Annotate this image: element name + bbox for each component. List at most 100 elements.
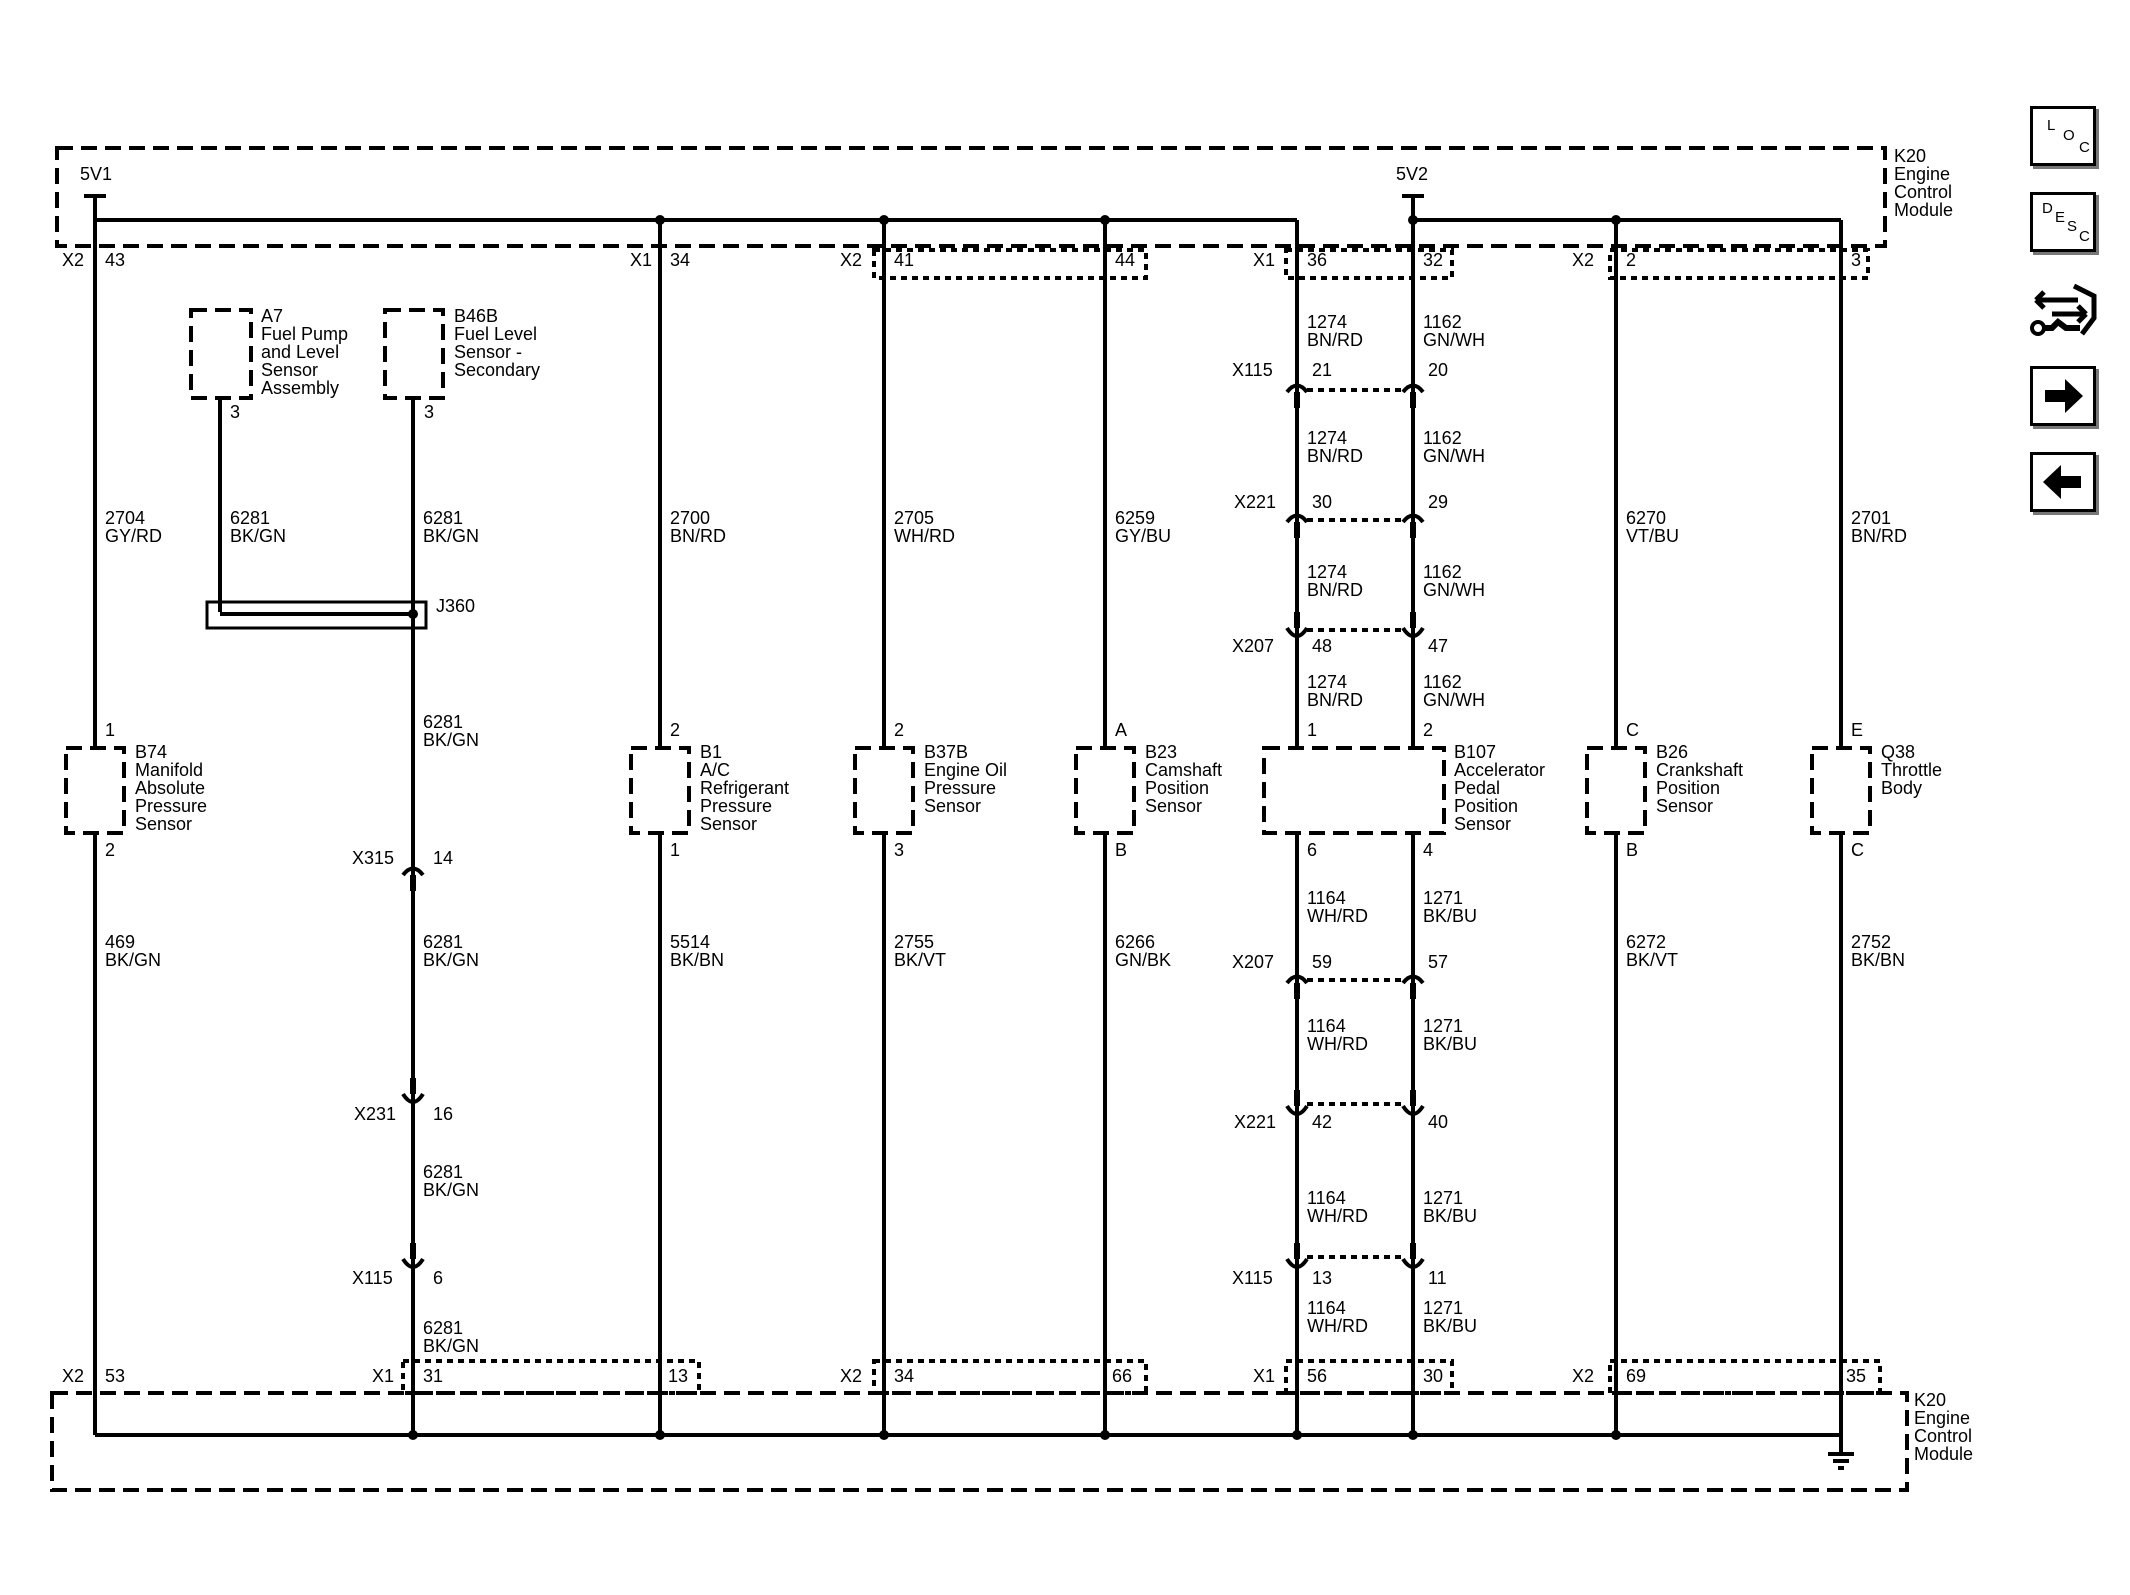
wire-label-num: 1271 [1423,1298,1463,1318]
x231-pin: 16 [433,1104,453,1124]
b107-name-4: Sensor [1454,814,1511,834]
wire-label-num: 5514 [670,932,710,952]
b46b-name-1: Fuel Level [454,324,537,344]
loc-letter-o: O [2063,127,2075,144]
x207-pin-57: 57 [1428,952,1448,972]
b26-name-1: Crankshaft [1656,760,1743,780]
ecm-bottom-pin: 30 [1423,1366,1443,1386]
ecm-bottom-pin: 13 [668,1366,688,1386]
inline-connector-x221-a: X221 30 29 [1234,492,1448,538]
k20-top-name-1: Engine [1894,164,1950,184]
b46b-pin: 3 [424,402,434,422]
b37b-name-2: Pressure [924,778,996,798]
wire-label-num: 6281 [230,508,270,528]
x221-pin-42: 42 [1312,1112,1332,1132]
k20-bottom-name-1: Engine [1914,1408,1970,1428]
b23-pin-top: A [1115,720,1127,740]
wire-label-color: BN/RD [1307,330,1363,350]
5v1-label: 5V1 [80,164,112,184]
junction-dot [408,1430,418,1440]
b26-pin-bottom: B [1626,840,1638,860]
wire-label-color: GY/RD [105,526,162,546]
wire-label-num: 1271 [1423,1188,1463,1208]
b37b-name-3: Sensor [924,796,981,816]
x115-pin-21: 21 [1312,360,1332,380]
wire-label-num: 1164 [1307,888,1346,908]
loc-button[interactable]: L O C [2030,106,2096,166]
b1-pin-bottom: 1 [670,840,680,860]
ecm-bottom-pin: 66 [1112,1366,1132,1386]
wire-label-color: GN/WH [1423,690,1485,710]
wire-label-num: 6266 [1115,932,1155,952]
desc-button[interactable]: D E S C [2030,192,2096,252]
b1-name-1: A/C [700,760,730,780]
b1-ref: B1 [700,742,722,762]
q38-name-2: Body [1881,778,1922,798]
junction-dot [655,215,665,225]
ecm-top-pin: 34 [670,250,690,270]
b26-name-3: Sensor [1656,796,1713,816]
wire-label-color: WH/RD [1307,1316,1368,1336]
wire-label-color: BK/BU [1423,1316,1477,1336]
wire-label-num: 1271 [1423,1016,1463,1036]
b1-name-3: Pressure [700,796,772,816]
wire-label-color: BN/RD [1307,690,1363,710]
wire-label-color: WH/RD [1307,1206,1368,1226]
ecm-bottom-pin: 56 [1307,1366,1327,1386]
wire-label-color: GN/BK [1115,950,1171,970]
connector-group-x1-56-30 [1284,1359,1454,1395]
ecm-bottom-conn: X2 [840,1366,862,1386]
inline-connector-x115-c: X115 13 11 [1232,1243,1447,1288]
ecm-top-conn: X2 [1572,250,1594,270]
b107-sensor-box [1262,746,1446,835]
inline-connector-x115-b: X115 21 20 [1232,360,1448,408]
wire-label-color: BK/GN [423,950,479,970]
b26-name-2: Position [1656,778,1720,798]
junction-dot [879,215,889,225]
junction-dot [1100,1430,1110,1440]
k20-top-name-2: Control [1894,182,1952,202]
ecm-top-pin: 2 [1626,250,1636,270]
wire-label-num: 6281 [423,508,463,528]
wire-label-color: BN/RD [1307,446,1363,466]
junction-dot [1611,1430,1621,1440]
k20-bottom-ref: K20 [1914,1390,1946,1410]
ecm-bottom-pin: 69 [1626,1366,1646,1386]
wire-label-num: 1164 [1307,1188,1346,1208]
connector-group-x2-34-66 [872,1359,1148,1395]
b26-sensor-box [1585,746,1647,835]
x115-ref: X115 [1232,360,1273,380]
ecm-bottom-pin: 31 [423,1366,443,1386]
wire-label-color: BN/RD [1307,580,1363,600]
junction-dot [655,1430,665,1440]
wire-label-num: 1271 [1423,888,1463,908]
inline-connector-x207-b: X207 59 57 [1232,952,1448,999]
inline-connector-x207-a: X207 48 47 [1232,612,1448,656]
k20-bottom-name-3: Module [1914,1444,1973,1464]
b107-name-2: Pedal [1454,778,1500,798]
b74-name-4: Sensor [135,814,192,834]
ecm-top-pin: 36 [1307,250,1327,270]
b37b-pin-top: 2 [894,720,904,740]
loc-letter-c: C [2079,139,2090,156]
back-arrow-icon [2043,465,2081,499]
b26-pin-top: C [1626,720,1639,740]
x207-ref: X207 [1232,952,1274,972]
next-button[interactable] [2030,366,2096,426]
ecm-top-pin: 41 [894,250,914,270]
wire-label-color: BN/RD [670,526,726,546]
wire-label-color: GY/BU [1115,526,1171,546]
a7-name-1: Fuel Pump [261,324,348,344]
b74-name-2: Absolute [135,778,205,798]
wire-label-num: 6281 [423,932,463,952]
junction-dot [1100,215,1110,225]
b37b-sensor-box [853,746,915,835]
connector-wrench-icon[interactable] [2030,278,2100,344]
wire-label-color: BK/GN [423,1336,479,1356]
wire-label-num: 6272 [1626,932,1666,952]
back-button[interactable] [2030,452,2096,512]
b26-ref: B26 [1656,742,1688,762]
5v2-label: 5V2 [1396,164,1428,184]
wire-label-color: VT/BU [1626,526,1679,546]
a7-ref: A7 [261,306,283,326]
